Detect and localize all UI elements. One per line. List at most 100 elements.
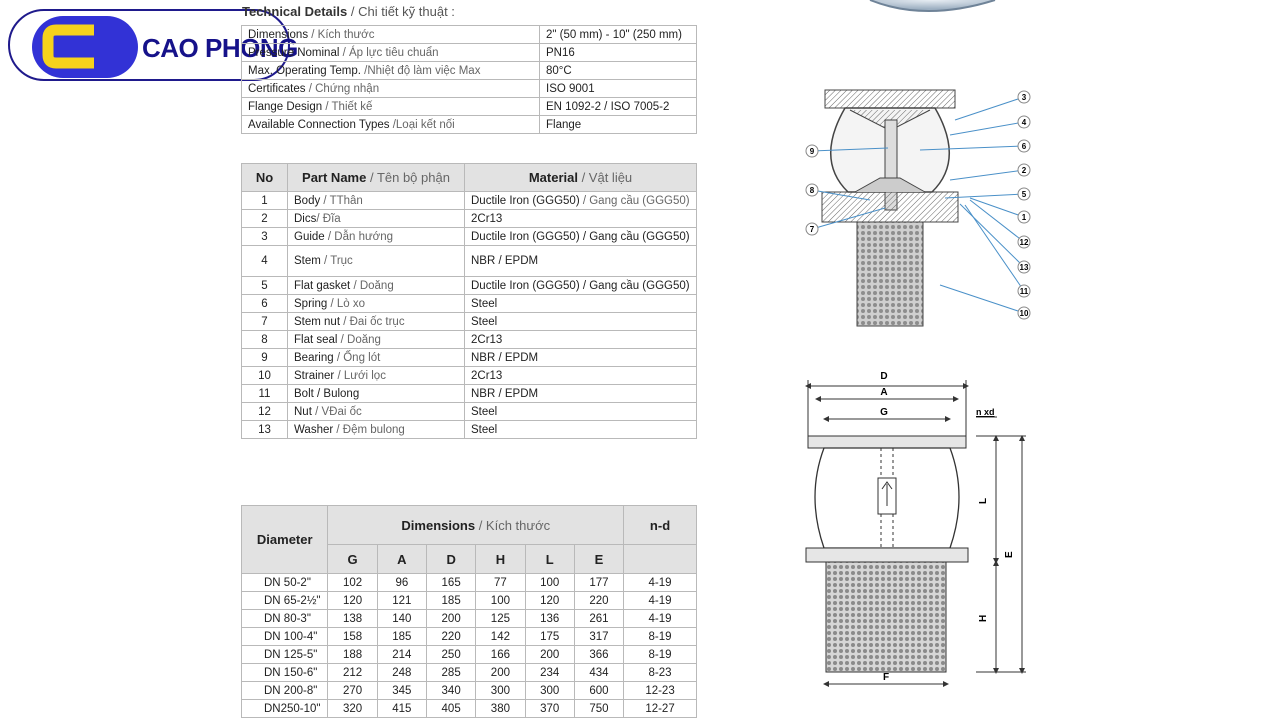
dims-value: 212: [327, 663, 378, 682]
callout-number: 13: [1020, 263, 1029, 272]
dims-value: 142: [475, 627, 526, 646]
part-name: Bolt / Bulong: [287, 384, 465, 403]
dims-nd: 12-27: [623, 699, 697, 718]
callout-leader: [811, 147, 889, 152]
dims-value: 100: [475, 591, 526, 610]
dims-value: 185: [425, 591, 477, 610]
part-material: Steel: [464, 294, 697, 313]
part-no: 3: [241, 227, 288, 246]
part-name: Spring / Lò xo: [287, 294, 465, 313]
part-material: 2Cr13: [464, 209, 697, 228]
dims-value: 200: [425, 609, 477, 628]
dims-nd: 4-19: [623, 573, 697, 592]
part-name: Stem / Trục: [287, 245, 465, 277]
callout-badge: [1017, 187, 1031, 201]
callout-number: 2: [1022, 166, 1027, 175]
part-name: Guide / Dẫn hướng: [287, 227, 465, 246]
part-no: 10: [241, 366, 288, 385]
part-no: 13: [241, 420, 288, 439]
dims-diameter: DN 100-4": [240, 627, 329, 646]
part-no: 6: [241, 294, 288, 313]
part-name: Nut / VĐai ốc: [287, 402, 465, 421]
callout-leader: [944, 193, 1025, 199]
tech-value: ISO 9001: [539, 79, 697, 98]
section-diagram: [821, 89, 959, 327]
part-material: NBR / EPDM: [464, 348, 697, 367]
part-material: Ductile Iron (GGG50) / Gang cầu (GGG50): [464, 276, 697, 295]
dims-nd: 8-23: [623, 663, 697, 682]
callout-number: 1: [1022, 213, 1027, 222]
dims-value: 248: [376, 663, 428, 682]
dims-col-e: E: [573, 544, 625, 574]
part-name: Flat gasket / Doăng: [287, 276, 465, 295]
callout-badge: [1017, 210, 1031, 224]
part-name: Dics/ Đĩa: [287, 209, 465, 228]
dims-value: 125: [475, 609, 526, 628]
dim-label-G: G: [880, 407, 888, 418]
tech-value: PN16: [539, 43, 697, 62]
tech-label: Available Connection Types /Loại kết nối: [241, 115, 540, 134]
dim-label-H: H: [978, 615, 989, 622]
dims-value: 177: [573, 573, 625, 592]
dims-value: 405: [425, 699, 477, 718]
dims-diameter: DN 65-2½": [240, 591, 329, 610]
part-material: NBR / EPDM: [464, 384, 697, 403]
dims-value: 434: [573, 663, 625, 682]
callout-leader: [969, 199, 1025, 243]
part-material: Steel: [464, 420, 697, 439]
callout-number: 10: [1020, 309, 1029, 318]
dims-nd: 12-23: [623, 681, 697, 700]
dims-value: 320: [327, 699, 378, 718]
callout-number: 12: [1020, 238, 1029, 247]
callout-badge: [1017, 284, 1031, 298]
parts-col-no: No: [241, 163, 288, 192]
parts-col-material: Material / Vật liệu: [464, 163, 697, 192]
dims-diameter: DN 200-8": [240, 681, 329, 700]
callout-number: 5: [1022, 190, 1027, 199]
dims-value: 300: [475, 681, 526, 700]
dims-value: 370: [524, 699, 575, 718]
tech-details-title: Technical Details / Chi tiết kỹ thuật :: [242, 4, 455, 19]
parts-col-name: Part Name / Tên bộ phận: [287, 163, 465, 192]
tech-row: Available Connection Types /Loại kết nối…: [241, 115, 697, 134]
part-no: 5: [241, 276, 288, 295]
dims-col-d: D: [425, 544, 477, 574]
dims-col-a: A: [376, 544, 428, 574]
callout-number: 8: [810, 186, 815, 195]
callout-badge: [1017, 139, 1031, 153]
dims-value: 136: [524, 609, 575, 628]
callout-leader: [959, 203, 1025, 268]
callout-badge: [1017, 235, 1031, 249]
part-no: 2: [241, 209, 288, 228]
callout-number: 9: [810, 147, 815, 156]
dims-diameter: DN 125-5": [240, 645, 329, 664]
dims-value: 317: [573, 627, 625, 646]
dims-value: 140: [376, 609, 428, 628]
dims-value: 250: [425, 645, 477, 664]
dims-nd: 4-19: [623, 609, 697, 628]
parts-header-row: No Part Name / Tên bộ phận Material / Vậ…: [241, 163, 697, 192]
callout-badge: [805, 183, 819, 197]
dims-value: 366: [573, 645, 625, 664]
callout-number: 7: [810, 225, 815, 234]
dims-value: 415: [376, 699, 428, 718]
callout-badge: [1017, 260, 1031, 274]
dims-value: 220: [573, 591, 625, 610]
dims-col-nd-sub: [623, 544, 697, 574]
dims-value: 120: [327, 591, 378, 610]
callout-badge: [1017, 90, 1031, 104]
part-material: 2Cr13: [464, 330, 697, 349]
